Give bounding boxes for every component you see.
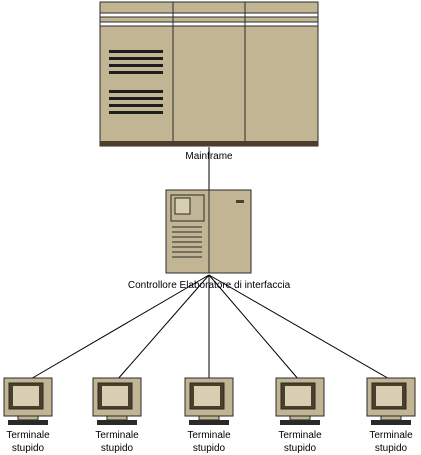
terminal-label-line2: stupido <box>284 443 317 454</box>
terminal-5: Terminale stupido <box>366 377 416 454</box>
terminal-label-line2: stupido <box>375 443 408 454</box>
terminal-label-line2: stupido <box>12 443 45 454</box>
terminal-label-line1: Terminale <box>369 430 413 441</box>
monitor-icon <box>184 377 234 425</box>
monitor-icon <box>366 377 416 425</box>
mainframe-label: Mainframe <box>185 151 233 162</box>
terminal-4: Terminale stupido <box>275 377 325 454</box>
controller-terminal-link-1 <box>28 274 210 381</box>
terminal-label-line1: Terminale <box>6 430 50 441</box>
terminal-label-line1: Terminale <box>187 430 231 441</box>
terminal-label-line1: Terminale <box>278 430 322 441</box>
monitor-icon <box>92 377 142 425</box>
mainframe-icon <box>99 1 319 147</box>
controller-terminal-link-5 <box>208 274 392 381</box>
monitor-icon <box>275 377 325 425</box>
terminal-label-line2: stupido <box>193 443 226 454</box>
controller-terminal-link-2 <box>116 274 210 381</box>
terminal-3: Terminale stupido <box>184 377 234 454</box>
connections <box>28 147 392 381</box>
terminal-1: Terminale stupido <box>3 377 53 454</box>
terminal-2: Terminale stupido <box>92 377 142 454</box>
terminal-label-line1: Terminale <box>95 430 139 441</box>
monitor-icon <box>3 377 53 425</box>
controller-label: Controllore Elaboratore di interfaccia <box>128 280 291 291</box>
terminal-label-line2: stupido <box>101 443 134 454</box>
controller-icon <box>165 189 252 274</box>
controller-terminal-link-4 <box>208 274 300 381</box>
